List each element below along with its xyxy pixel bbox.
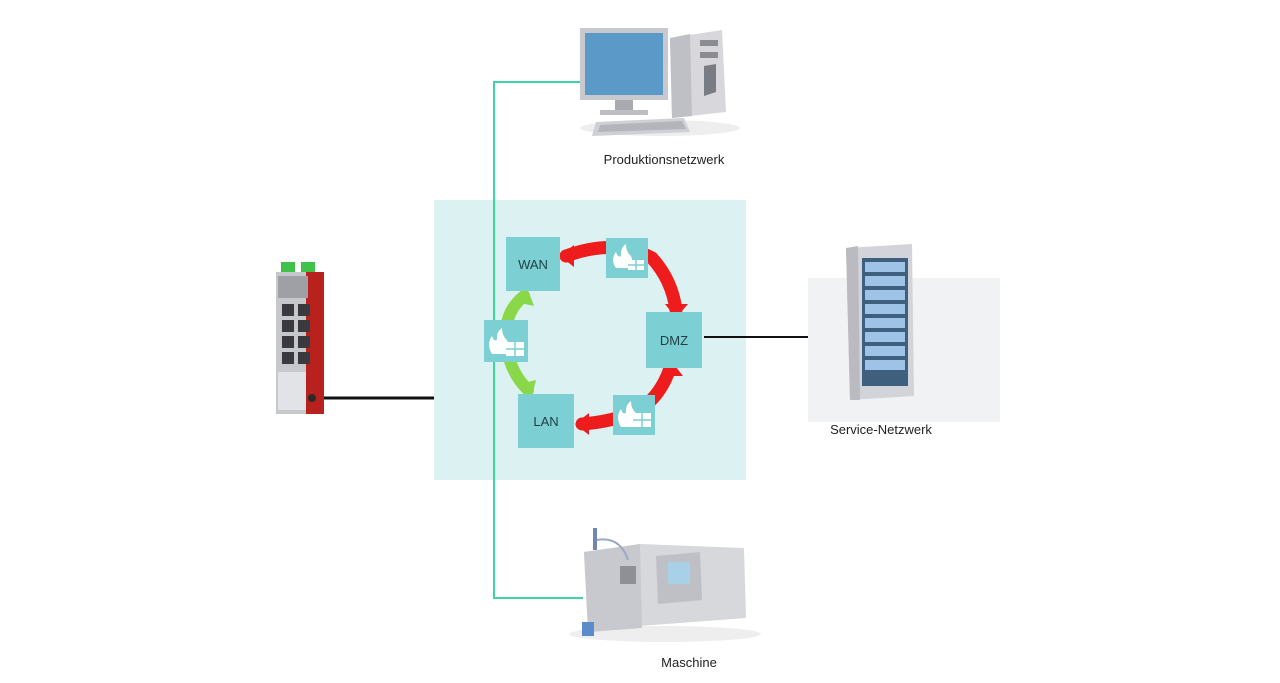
blocked-arrowhead-dmz2 (661, 362, 683, 376)
allowed-arrowhead-wan (516, 290, 534, 306)
blocked-arrow-wan-dmz (559, 241, 683, 317)
zone-label-dmz: DMZ (660, 333, 688, 348)
firewall-icon (613, 395, 655, 435)
zone-box-lan (518, 394, 574, 448)
allowed-arrowhead-lan (520, 380, 536, 396)
label-machine: Maschine (661, 655, 717, 670)
cnc-machine-icon (569, 528, 761, 642)
blocked-arrowhead-dmz (665, 304, 688, 318)
zone-box-wan (506, 237, 560, 291)
desktop-computer-icon (580, 28, 740, 136)
zone-label-lan: LAN (533, 414, 558, 429)
blocked-arrowhead-lan (575, 413, 589, 435)
zone-box-dmz (646, 312, 702, 368)
industrial-router-icon (276, 262, 324, 414)
blocked-arrowhead-wan (560, 245, 574, 267)
firewall-icon (484, 320, 528, 362)
firewall-icon (606, 238, 648, 278)
label-production-network: Produktionsnetzwerk (604, 152, 725, 167)
server-rack-icon (808, 244, 1000, 422)
zone-label-wan: WAN (518, 257, 548, 272)
label-service-network: Service-Netzwerk (830, 422, 932, 437)
